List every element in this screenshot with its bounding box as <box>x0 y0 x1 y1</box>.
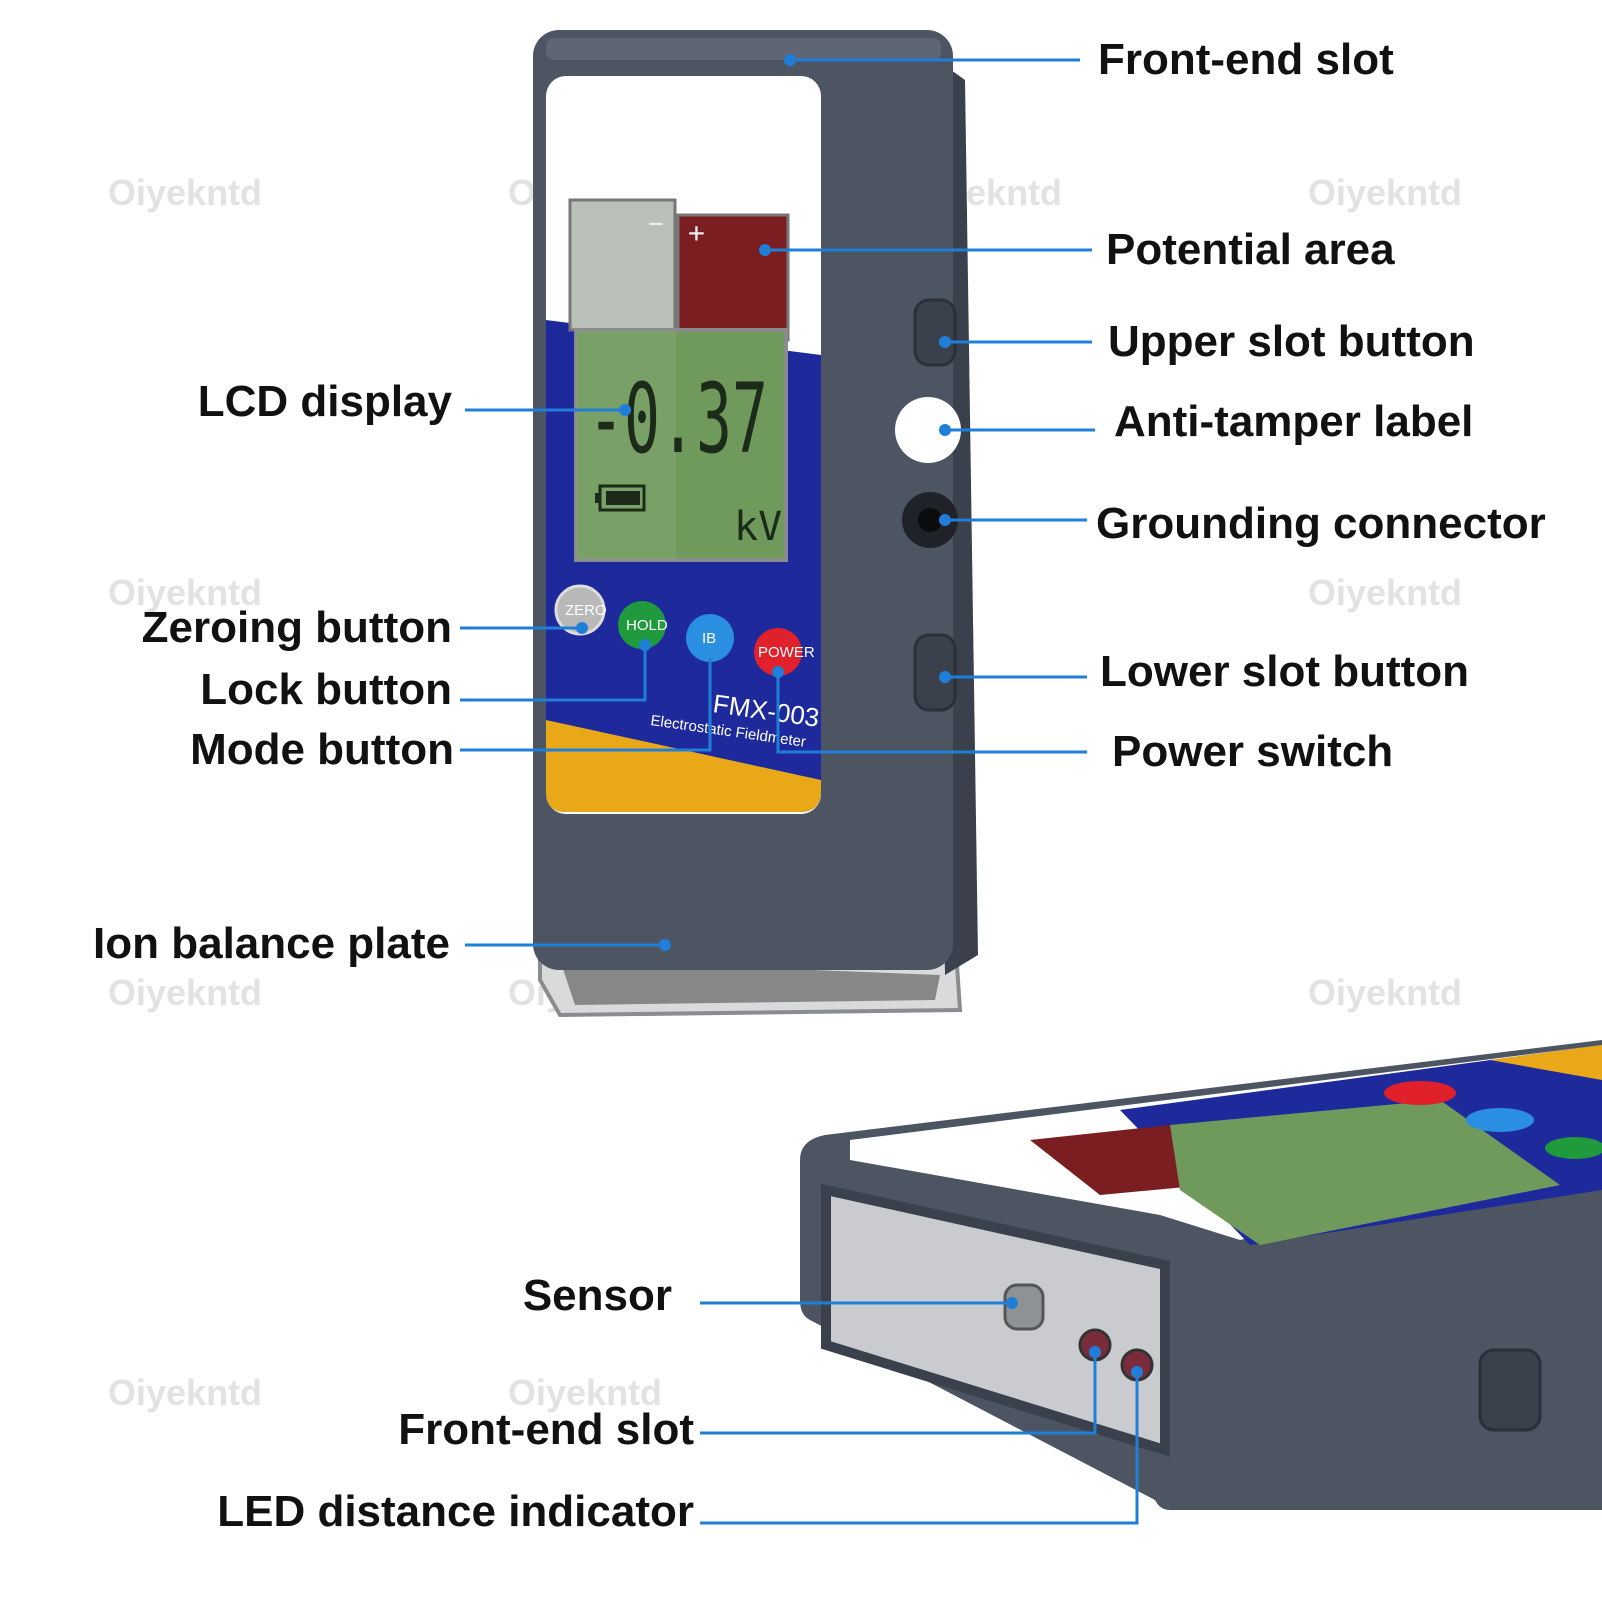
leader-dot <box>759 244 771 256</box>
label-front-end-slot-top: Front-end slot <box>1098 35 1394 84</box>
zero-button: ZERO <box>554 584 607 636</box>
label-power-switch: Power switch <box>1112 727 1394 776</box>
leader-power <box>776 672 1087 754</box>
lower-slot-button <box>913 633 957 712</box>
leader-dot <box>1006 1297 1018 1309</box>
ib-button: IB <box>686 614 734 662</box>
watermark: Oiyekntd <box>1308 172 1462 213</box>
leader-dot <box>939 671 951 683</box>
label-zeroing-button: Zeroing button <box>141 603 452 652</box>
leader-dot <box>576 622 588 634</box>
label-lower-slot-button: Lower slot button <box>1100 647 1470 696</box>
label-sensor: Sensor <box>522 1271 672 1320</box>
leader-dot <box>939 336 951 348</box>
watermark: Oiyekntd <box>108 172 262 213</box>
leader-dot <box>784 54 796 66</box>
label-lcd-display: LCD display <box>197 377 452 426</box>
watermark: Oiyekntd <box>108 572 262 613</box>
front-face <box>821 1183 1170 1457</box>
leader-led-distance <box>700 1372 1139 1525</box>
svg-text:HOLD: HOLD <box>626 617 668 634</box>
leader-dot <box>1131 1366 1143 1378</box>
label-grounding-connector: Grounding connector <box>1096 499 1546 548</box>
lcd-reading: -0.37 <box>588 363 768 475</box>
lcd-screen <box>574 328 788 562</box>
leader-dot <box>1089 1346 1101 1358</box>
leader-dot <box>939 424 951 436</box>
sensor <box>1003 1283 1045 1331</box>
leader-dot <box>939 514 951 526</box>
svg-text:ZERO: ZERO <box>565 602 607 619</box>
leader-front-end-slot-bottom <box>700 1352 1097 1435</box>
watermark: Oiyekntd <box>108 1372 262 1413</box>
leader-dot <box>619 404 631 416</box>
upper-slot-button <box>913 298 957 367</box>
leader-dot <box>659 939 671 951</box>
plus-sign: + <box>688 216 705 249</box>
svg-text:IB: IB <box>702 630 716 647</box>
label-led-distance-indicator: LED distance indicator <box>217 1487 694 1536</box>
device-lying-view <box>800 1040 1602 1510</box>
lcd-unit: kV <box>734 504 782 550</box>
leader-lock <box>460 645 647 702</box>
leader-dots <box>576 54 1143 1378</box>
leader-dot <box>639 639 651 651</box>
anti-tamper-label <box>895 397 961 463</box>
leader-lines <box>460 58 1139 1525</box>
label-mode-button: Mode button <box>190 725 454 774</box>
label-anti-tamper: Anti-tamper label <box>1114 397 1474 446</box>
label-front-end-slot-bottom: Front-end slot <box>398 1405 694 1454</box>
watermark: Oiyekntd <box>508 1372 662 1413</box>
label-upper-slot-button: Upper slot button <box>1108 317 1475 366</box>
watermark: Oiyekntd <box>108 972 262 1013</box>
watermark: Oiyekntd <box>1308 972 1462 1013</box>
hold-button: HOLD <box>618 601 668 649</box>
label-potential-area: Potential area <box>1106 225 1395 274</box>
leader-mode <box>460 658 712 752</box>
label-lock-button: Lock button <box>200 665 452 714</box>
svg-text:POWER: POWER <box>758 644 815 661</box>
potential-area <box>676 213 790 342</box>
minus-sign: − <box>648 209 664 239</box>
battery-icon <box>595 484 646 512</box>
power-button: POWER <box>754 628 815 676</box>
watermark: Oiyekntd <box>1308 572 1462 613</box>
leader-dot <box>772 666 784 678</box>
device-front-view: − + -0.37 kV ZERO HOLD IB <box>533 30 978 1018</box>
label-ion-balance-plate: Ion balance plate <box>93 919 450 968</box>
